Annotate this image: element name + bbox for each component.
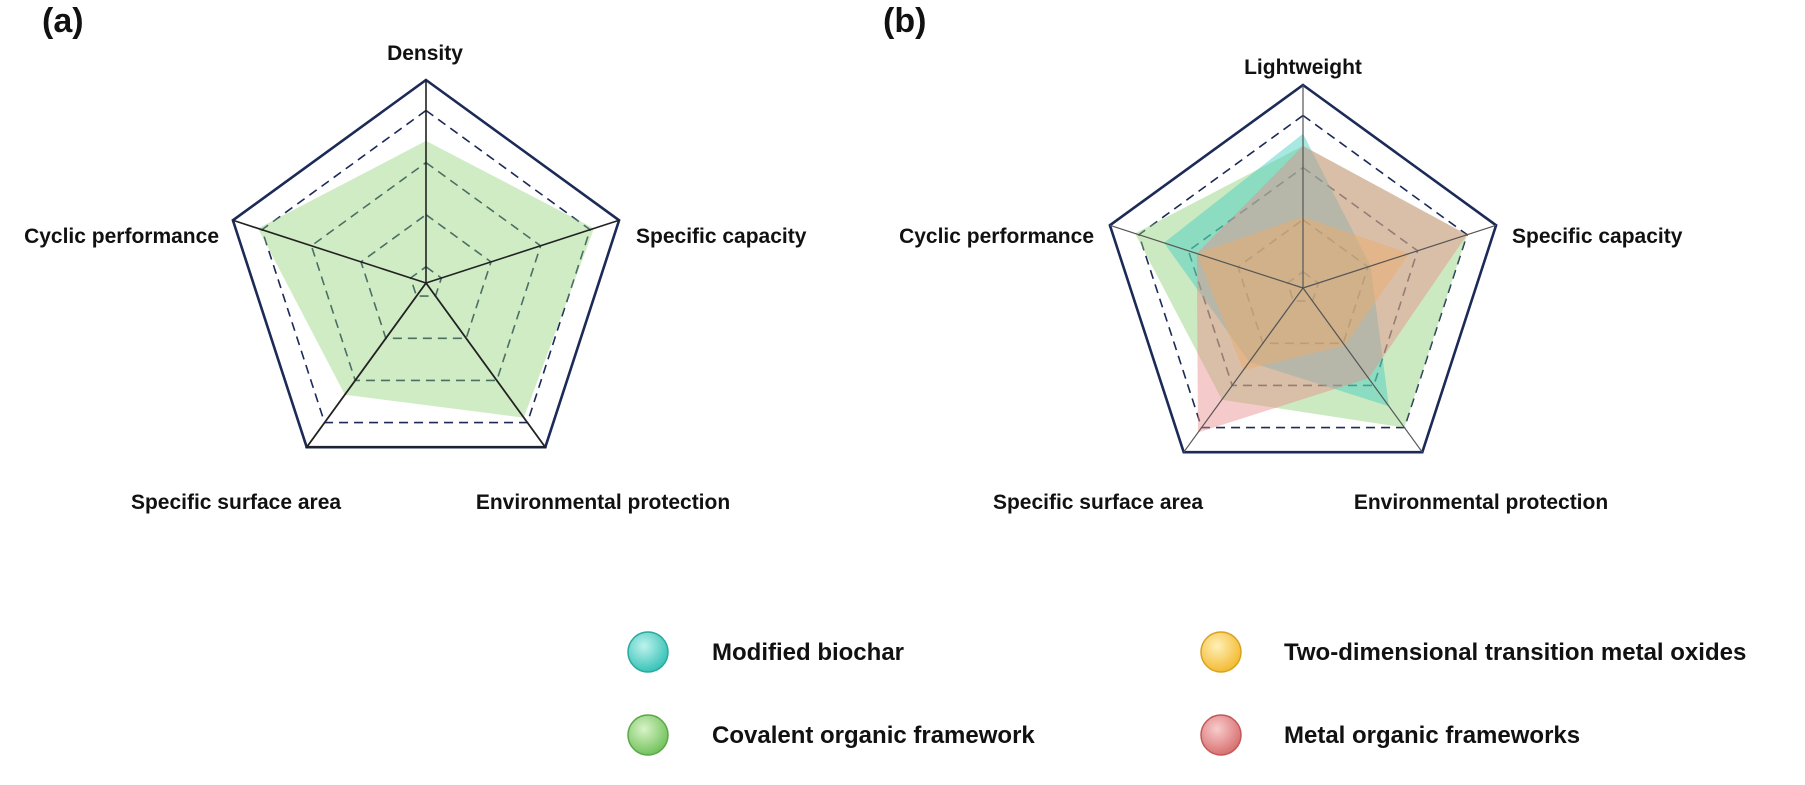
axis-label-lightweight: Lightweight [1244, 56, 1362, 79]
grid-ring [1187, 166, 1419, 387]
legend-marker-metal-organic-frameworks [1200, 714, 1242, 756]
legend-marker-covalent-organic-framework [627, 714, 669, 756]
axis-label-specific-capacity: Specific capacity [1512, 225, 1683, 248]
axis-label-density: Density [387, 42, 463, 65]
axis-label-environmental-protection: Environmental protection [1354, 491, 1608, 514]
panel-b-series [1135, 133, 1468, 433]
legend-item-metal-organic-frameworks: Metal organic frameworks [1200, 714, 1580, 756]
axis-spoke [1302, 287, 1423, 453]
axis-spoke [425, 219, 620, 284]
axis-spoke [232, 219, 427, 284]
axis-label-specific-capacity: Specific capacity [636, 225, 807, 248]
legend: Modified biochar Two-dimensional transit… [627, 631, 1746, 756]
axis-label-environmental-protection: Environmental protection [476, 491, 730, 514]
legend-item-covalent-organic-framework: Covalent organic framework [627, 714, 1035, 756]
grid-ring [360, 213, 492, 340]
axis-spoke [1109, 224, 1304, 289]
legend-label-covalent-organic-framework: Covalent organic framework [712, 722, 1035, 749]
axis-spoke [1302, 224, 1497, 289]
grid-ring [1237, 218, 1369, 345]
panel-a-axis-labels: Density Specific capacity Environmental … [24, 42, 807, 514]
legend-label-transition-metal-oxides: Two-dimensional transition metal oxides [1284, 639, 1746, 666]
axis-label-cyclic-performance: Cyclic performance [899, 225, 1094, 248]
panel-a-letter: (a) [42, 2, 84, 40]
series-area [1196, 216, 1410, 371]
grid-ring [409, 265, 443, 297]
panel-b-grid [1108, 83, 1498, 454]
legend-marker-transition-metal-oxides [1200, 631, 1242, 673]
grid-ring [1137, 114, 1469, 429]
grid-ring [310, 161, 542, 382]
legend-item-modified-biochar: Modified biochar [627, 631, 904, 673]
panel-a-spokes [232, 80, 620, 449]
legend-item-transition-metal-oxides: Two-dimensional transition metal oxides [1200, 631, 1746, 673]
series-area [1164, 133, 1389, 407]
axis-label-specific-surface-area: Specific surface area [131, 491, 341, 514]
legend-marker-modified-biochar [627, 631, 669, 673]
axis-spoke [1183, 287, 1304, 453]
grid-ring [1286, 270, 1320, 302]
panel-b-spokes [1109, 85, 1497, 453]
grid-ring [260, 109, 592, 424]
series-area [1196, 145, 1468, 433]
panel-a: (a) Density Specific capacity Environmen… [24, 2, 807, 514]
lower-spoke-triangle [304, 281, 548, 449]
legend-label-metal-organic-frameworks: Metal organic frameworks [1284, 722, 1580, 749]
legend-label-modified-biochar: Modified biochar [712, 639, 904, 666]
axis-label-specific-surface-area: Specific surface area [993, 491, 1203, 514]
panel-b-axis-labels: Lightweight Specific capacity Environmen… [899, 56, 1683, 514]
outer-frame [1108, 83, 1498, 454]
axis-label-cyclic-performance: Cyclic performance [24, 225, 219, 248]
panel-b-letter: (b) [883, 2, 926, 40]
panel-b: (b) Lightweight Specific capacity Enviro… [883, 2, 1683, 514]
